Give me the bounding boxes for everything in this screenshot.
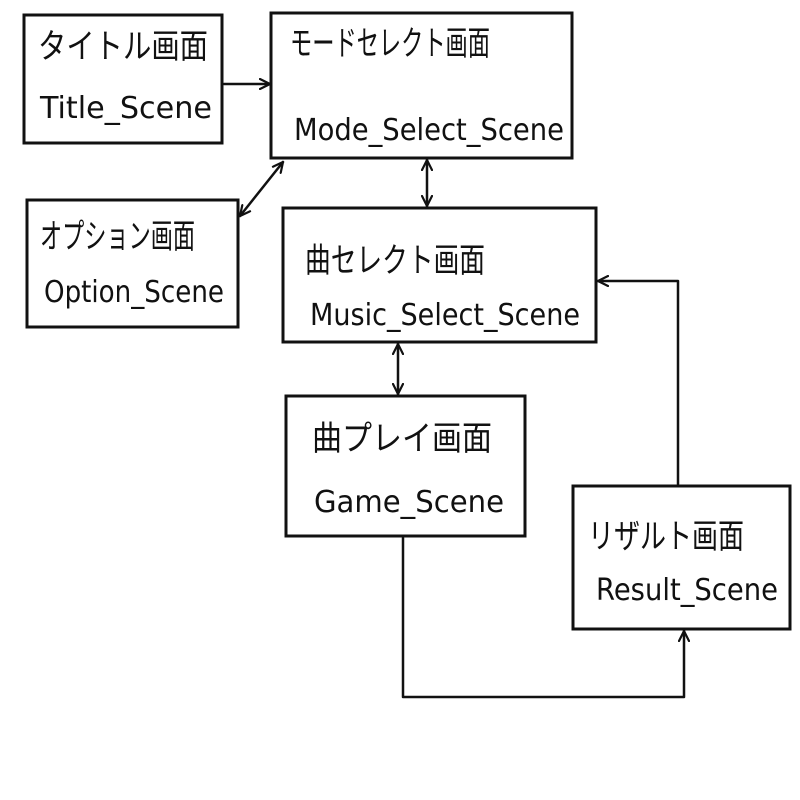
node-result-jp-label: リザルト画面 [588, 517, 744, 557]
node-music-select-en-label: Music_Select_Scene [310, 298, 580, 333]
node-option-jp-label: オプション画面 [40, 217, 195, 257]
node-mode-select-scene: モードセレクト画面 Mode_Select_Scene [269, 11, 574, 160]
node-title-jp-label: タイトル画面 [38, 27, 208, 67]
node-title-en-label: Title_Scene [39, 91, 212, 126]
node-mode-select-jp-label: モードセレクト画面 [290, 24, 490, 64]
node-result-en-label: Result_Scene [596, 573, 778, 608]
node-music-select-scene: 曲セレクト画面 Music_Select_Scene [281, 206, 598, 344]
node-game-en-label: Game_Scene [314, 485, 504, 520]
node-result-scene: リザルト画面 Result_Scene [571, 484, 792, 631]
edge-result-to-music-select [596, 281, 680, 486]
edge-game-to-result [401, 536, 684, 699]
node-option-en-label: Option_Scene [44, 275, 224, 310]
edge-mode-select-option [238, 160, 285, 218]
node-title-scene: タイトル画面 Title_Scene [22, 13, 224, 145]
node-game-scene: 曲プレイ画面 Game_Scene [284, 394, 527, 538]
node-game-jp-label: 曲プレイ画面 [312, 419, 492, 459]
node-option-scene: オプション画面 Option_Scene [25, 198, 240, 329]
node-music-select-jp-label: 曲セレクト画面 [305, 241, 485, 281]
node-mode-select-en-label: Mode_Select_Scene [294, 113, 564, 148]
